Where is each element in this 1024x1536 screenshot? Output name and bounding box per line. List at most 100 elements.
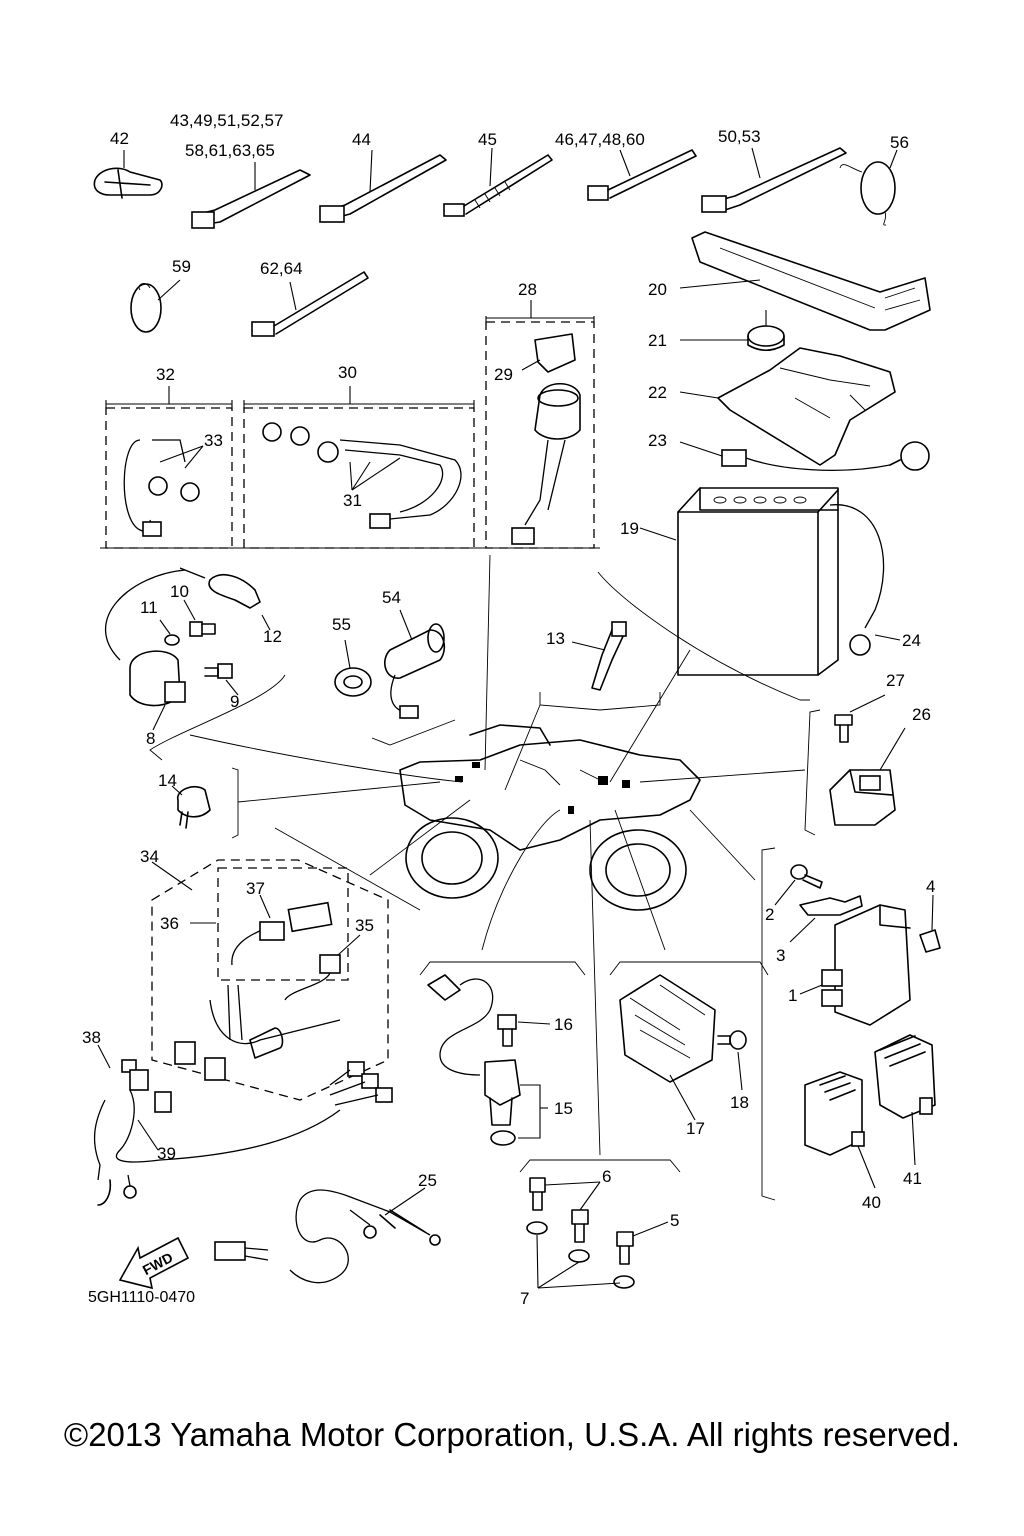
callout-label: 28 xyxy=(518,280,537,299)
callout-label: 15 xyxy=(554,1099,573,1118)
bracket-14 xyxy=(231,767,239,839)
part-bracket-3 xyxy=(789,895,863,943)
part-label-59 xyxy=(130,279,181,333)
callout-label: 43,49,51,52,57 xyxy=(170,111,283,130)
box-switch-28 xyxy=(485,300,595,549)
callout-label: 59 xyxy=(172,257,191,276)
part-ignition-coil-8 xyxy=(105,569,186,731)
leader-battery xyxy=(597,571,810,701)
callout-label: 7 xyxy=(520,1289,529,1308)
bracket-cdi xyxy=(761,847,776,1201)
part-fastener-4 xyxy=(919,894,941,953)
callout-label: 19 xyxy=(620,519,639,538)
callout-label: 56 xyxy=(890,133,909,152)
callout-label: 32 xyxy=(156,365,175,384)
part-relay-41 xyxy=(874,1034,936,1166)
leader-switch xyxy=(371,719,456,746)
callout-label: 4 xyxy=(926,877,935,896)
callout-label: 55 xyxy=(332,615,351,634)
callout-label: 34 xyxy=(140,847,159,866)
callout-label: 10 xyxy=(170,582,189,601)
callout-label: 9 xyxy=(230,692,239,711)
callout-label: 35 xyxy=(355,916,374,935)
callout-label: 41 xyxy=(903,1169,922,1188)
part-cable-tie-46 xyxy=(587,149,697,201)
part-bolt-16 xyxy=(497,1014,551,1047)
part-bolt-27 xyxy=(834,694,886,743)
callout-label: 29 xyxy=(494,365,513,384)
part-starter-relay-26 xyxy=(829,727,906,826)
part-cdi-unit-1 xyxy=(799,904,911,1026)
part-sensor-15 xyxy=(427,974,548,1146)
part-sensor-13 xyxy=(571,621,627,691)
atv-illustration xyxy=(399,724,701,911)
bracket-sensor xyxy=(539,692,661,711)
callout-label: 37 xyxy=(246,879,265,898)
part-harness-38 xyxy=(93,1044,341,1206)
callout-label: 42 xyxy=(110,129,129,148)
callout-label: 18 xyxy=(730,1093,749,1112)
part-grommet-21 xyxy=(680,310,785,352)
part-bolt-9 xyxy=(204,663,239,696)
callout-label: 26 xyxy=(912,705,931,724)
callout-label: 8 xyxy=(146,729,155,748)
box-harness-34 xyxy=(151,827,421,1101)
part-cable-tie-62 xyxy=(251,271,369,337)
part-nut-55 xyxy=(334,639,372,697)
callout-label: 11 xyxy=(140,598,158,617)
callout-label: 5 xyxy=(670,1211,679,1230)
box-harness-30 xyxy=(243,386,475,549)
drawing-code: 5GH1110-0470 xyxy=(88,1289,195,1306)
part-switch-54 xyxy=(384,609,446,719)
callout-label: 27 xyxy=(886,671,905,690)
callout-labels: 42 43,49,51,52,57 58,61,63,65 44 45 46,4… xyxy=(82,111,935,1308)
bracket-relay xyxy=(804,709,821,836)
callout-label: 25 xyxy=(418,1171,437,1190)
fwd-arrow-icon: FWD xyxy=(118,1236,190,1290)
callout-label: 14 xyxy=(158,771,177,790)
part-bolts-6 xyxy=(529,1177,601,1243)
part-connectors-cluster xyxy=(329,1061,393,1106)
part-cable-tie-50 xyxy=(701,147,847,213)
leader-coil xyxy=(149,674,286,761)
callout-label: 39 xyxy=(157,1144,176,1163)
callout-label: 2 xyxy=(765,905,774,924)
callout-label: 46,47,48,60 xyxy=(555,130,645,149)
part-switch-14 xyxy=(171,785,211,829)
part-washers-7 xyxy=(526,1221,635,1289)
callout-label: 22 xyxy=(648,383,667,402)
callout-label: 17 xyxy=(686,1119,705,1138)
bracket-bolts xyxy=(519,1159,681,1173)
callout-label: 40 xyxy=(862,1193,881,1212)
part-cable-tie-43 xyxy=(191,162,311,229)
callout-label: 54 xyxy=(382,588,401,607)
part-label-56 xyxy=(839,149,898,226)
callout-label: 20 xyxy=(648,280,667,299)
part-wire-lead-23 xyxy=(679,441,930,471)
callout-label: 44 xyxy=(352,130,371,149)
part-battery-cable-24 xyxy=(829,504,901,656)
callout-label: 50,53 xyxy=(718,127,761,146)
part-wire-lead-25 xyxy=(214,1187,441,1284)
part-cap-12 xyxy=(179,567,271,631)
callout-label: 33 xyxy=(204,431,223,450)
callout-label: 45 xyxy=(478,130,497,149)
callout-label: 21 xyxy=(648,331,667,350)
callout-label: 12 xyxy=(263,627,282,646)
part-rectifier-17 xyxy=(619,974,716,1121)
bracket-15 xyxy=(419,961,586,976)
callout-label: 24 xyxy=(902,631,921,650)
box-harness-32 xyxy=(105,386,233,549)
part-cable-tie-44 xyxy=(319,149,447,223)
callout-label: 30 xyxy=(338,363,357,382)
callout-label: 23 xyxy=(648,431,667,450)
part-bolt-10 xyxy=(183,599,216,637)
part-bolt-18 xyxy=(717,1030,747,1091)
callout-label: 16 xyxy=(554,1015,573,1034)
callout-label: 58,61,63,65 xyxy=(185,141,275,160)
callout-label: 3 xyxy=(776,946,785,965)
part-screw-2 xyxy=(774,864,823,906)
callout-label: 36 xyxy=(160,914,179,933)
part-battery-19 xyxy=(639,487,839,676)
